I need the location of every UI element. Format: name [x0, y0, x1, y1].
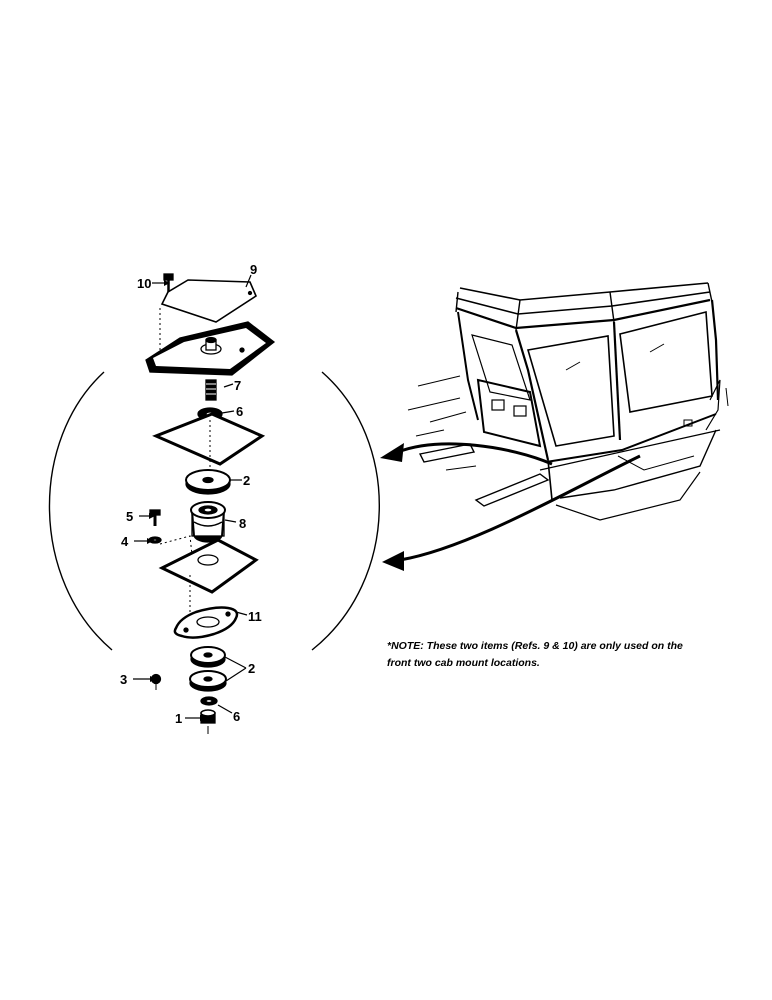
- callout-2-upper: 2: [243, 473, 250, 488]
- pointer-arrowhead-upper: [380, 443, 404, 462]
- isolator-part-8: [190, 501, 226, 543]
- cover-plate-part-9: [160, 279, 258, 323]
- callout-1: 1: [175, 711, 182, 726]
- flange-part-11: [173, 606, 239, 639]
- tractor-cab-illustration: [407, 282, 729, 521]
- callout-11: 11: [248, 609, 262, 624]
- nut-part-1: [200, 709, 216, 734]
- callout-2-lower: 2: [248, 661, 255, 676]
- note-text-block: *NOTE: These two items (Refs. 9 & 10) ar…: [387, 638, 767, 672]
- callout-9: 9: [250, 262, 257, 277]
- pointer-arrow-lower: [399, 454, 641, 562]
- pointer-arrows: [380, 442, 641, 571]
- callout-8: 8: [239, 516, 246, 531]
- note-line-1: These two items (Refs. 9 & 10) are only …: [426, 640, 683, 652]
- lower-mount-plate: [158, 538, 259, 594]
- callout-6-lower: 6: [233, 709, 240, 724]
- detail-circle: [48, 371, 380, 651]
- callout-6-upper: 6: [236, 404, 243, 419]
- bolt-part-5: [149, 509, 161, 526]
- callout-7: 7: [234, 378, 241, 393]
- note-line-2: front two cab mount locations.: [387, 657, 540, 669]
- note-label: *NOTE:: [387, 640, 424, 652]
- pointer-arrow-upper: [397, 442, 553, 466]
- callout-3: 3: [120, 672, 127, 687]
- upper-mount-plate: [145, 321, 276, 376]
- leader-lines: [133, 274, 252, 719]
- rubber-pad-part-2-lower-b: [189, 670, 227, 692]
- leader-arrowheads: [147, 280, 206, 721]
- rubber-pad-part-2-upper: [185, 469, 231, 495]
- callout-numbers: 10 9 7 6 2 8 5 4 11 2 3 6 1: [120, 262, 262, 726]
- callout-10: 10: [137, 276, 151, 291]
- stud-part-7: [205, 379, 217, 401]
- middle-mount-plate: [153, 413, 264, 466]
- rubber-pad-part-2-lower-a: [190, 646, 226, 668]
- pointer-arrowhead-lower: [382, 551, 404, 571]
- nut-part-3: [150, 673, 162, 690]
- callout-5: 5: [126, 509, 133, 524]
- washer-part-6-lower: [200, 696, 218, 706]
- callout-4: 4: [121, 534, 129, 549]
- exploded-parts-stack: [145, 273, 276, 734]
